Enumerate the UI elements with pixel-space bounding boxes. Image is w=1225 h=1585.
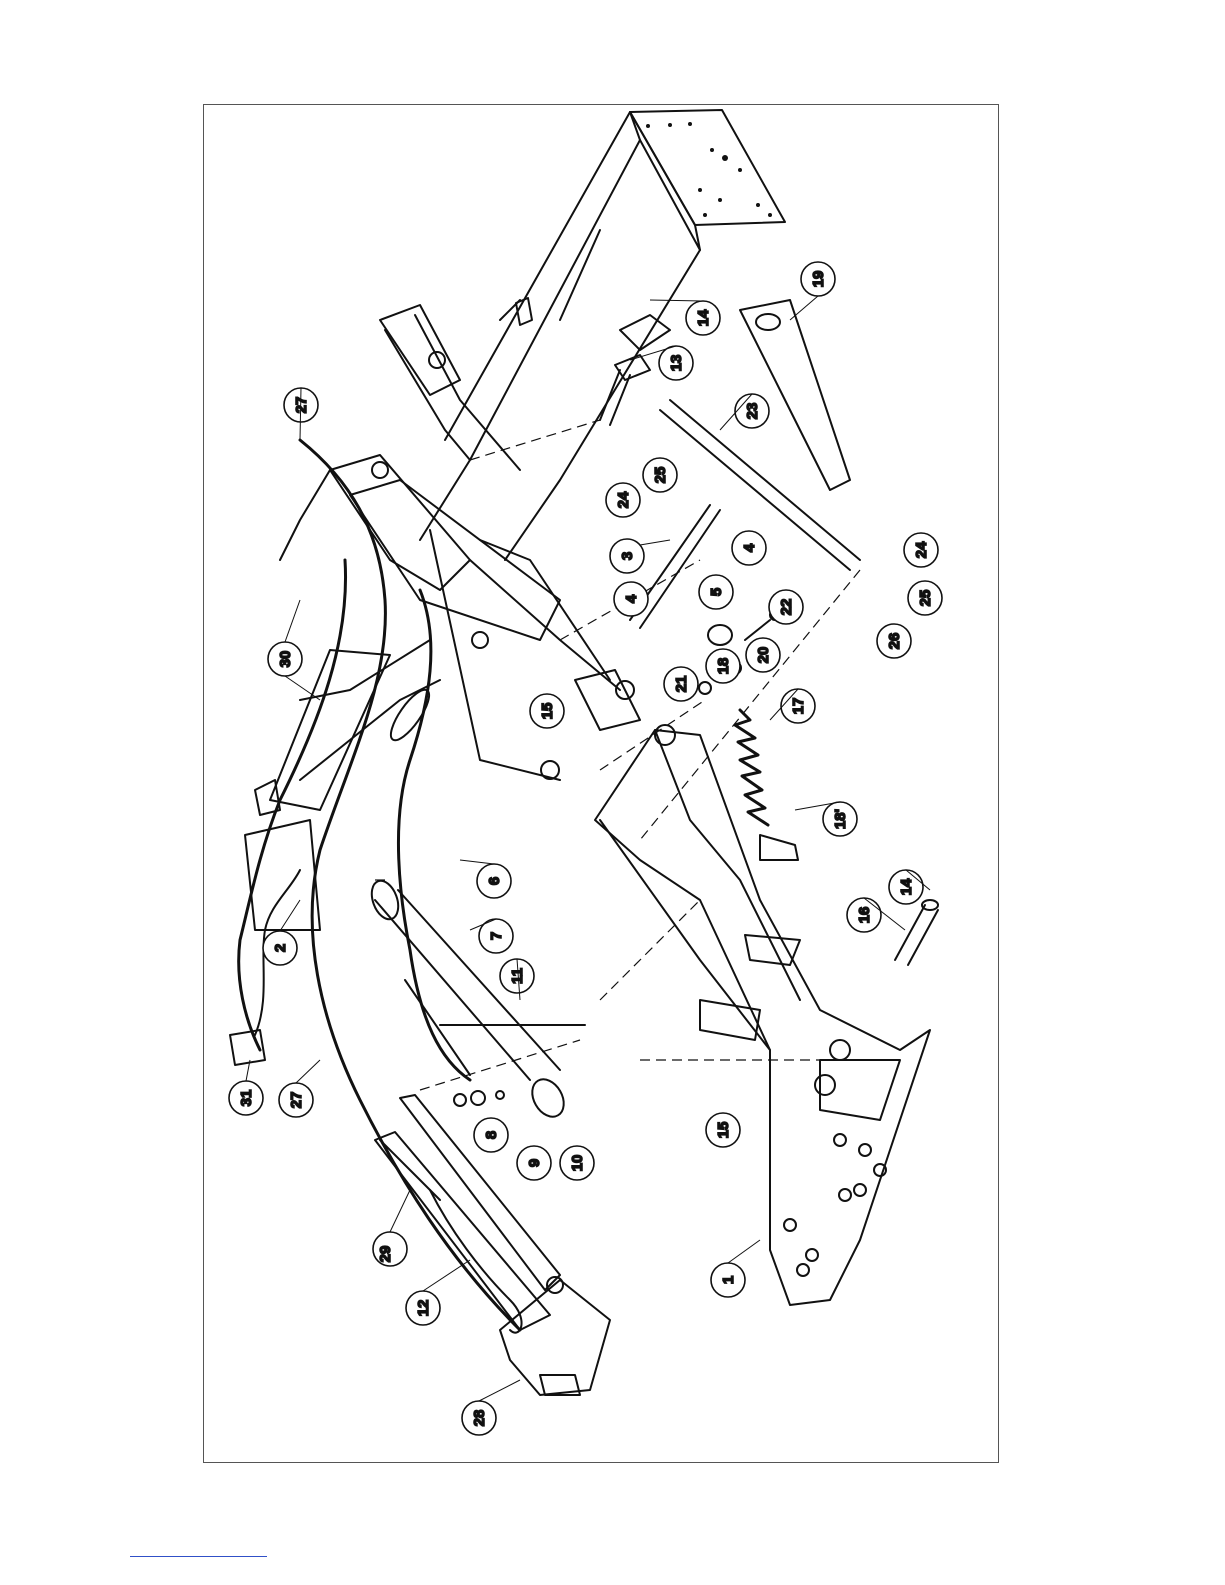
callout-2: 2 xyxy=(263,931,297,965)
svg-text:13: 13 xyxy=(668,355,685,372)
svg-text:29: 29 xyxy=(377,1246,394,1263)
callout-4b: 4 xyxy=(732,531,766,565)
svg-text:23: 23 xyxy=(744,403,761,420)
svg-text:18': 18' xyxy=(832,809,849,829)
callout-26: 26 xyxy=(877,624,911,658)
callout-14a: 14 xyxy=(686,301,720,335)
callout-9: 9 xyxy=(517,1146,551,1180)
callout-17: 17 xyxy=(781,689,815,723)
callout-6: 6 xyxy=(477,864,511,898)
callout-12: 12 xyxy=(406,1291,440,1325)
callout-3: 3 xyxy=(610,539,644,573)
svg-text:15: 15 xyxy=(539,703,556,720)
callout-14b: 14 xyxy=(889,870,923,904)
svg-text:12: 12 xyxy=(415,1300,432,1317)
callout-16: 16 xyxy=(847,898,881,932)
svg-text:7: 7 xyxy=(488,932,505,940)
main-beam xyxy=(420,112,700,560)
svg-text:28: 28 xyxy=(471,1410,488,1427)
callout-5: 5 xyxy=(699,575,733,609)
svg-text:24: 24 xyxy=(615,491,632,508)
svg-text:25: 25 xyxy=(917,590,934,607)
svg-text:4: 4 xyxy=(741,543,758,552)
svg-text:19: 19 xyxy=(810,271,827,288)
callout-19: 19 xyxy=(801,262,835,296)
svg-text:27: 27 xyxy=(293,397,310,414)
callout-15b: 15 xyxy=(706,1113,740,1147)
callout-1: 1 xyxy=(711,1263,745,1297)
callout-18b: 18' xyxy=(823,802,857,836)
svg-text:27: 27 xyxy=(288,1092,305,1109)
callout-28: 28 xyxy=(462,1401,496,1435)
callout-27b: 27 xyxy=(279,1083,313,1117)
svg-text:6: 6 xyxy=(486,877,503,885)
svg-text:22: 22 xyxy=(778,599,795,616)
callout-23: 23 xyxy=(735,394,769,428)
footer-link-underline[interactable] xyxy=(130,1556,267,1557)
svg-text:15: 15 xyxy=(715,1122,732,1139)
upper-arm-assembly xyxy=(280,305,640,780)
callout-30: 30 xyxy=(268,642,302,676)
svg-text:3: 3 xyxy=(619,552,636,560)
hydraulic-cylinder xyxy=(367,877,570,1122)
pin-16 xyxy=(895,900,938,965)
callout-8: 8 xyxy=(474,1118,508,1152)
pin-13 xyxy=(600,315,670,425)
svg-text:14: 14 xyxy=(898,878,915,895)
svg-text:1: 1 xyxy=(720,1276,737,1284)
svg-text:17: 17 xyxy=(790,698,807,715)
connector-31 xyxy=(230,870,300,1065)
callout-4a: 4 xyxy=(614,582,648,616)
svg-text:5: 5 xyxy=(708,588,725,596)
fittings xyxy=(440,1025,585,1106)
callout-22: 22 xyxy=(769,590,803,624)
callout-29: 29 xyxy=(373,1232,407,1266)
mounting-plate xyxy=(630,110,785,250)
callout-24a: 24 xyxy=(606,483,640,517)
svg-text:26: 26 xyxy=(886,633,903,650)
callout-21: 21 xyxy=(664,667,698,701)
svg-text:30: 30 xyxy=(277,651,294,668)
svg-text:16: 16 xyxy=(856,907,873,924)
svg-text:31: 31 xyxy=(238,1090,255,1107)
callout-13: 13 xyxy=(659,346,693,380)
svg-text:20: 20 xyxy=(755,647,772,664)
svg-text:18: 18 xyxy=(715,658,732,675)
callout-31: 31 xyxy=(229,1081,263,1115)
callout-20: 20 xyxy=(746,638,780,672)
lower-frame xyxy=(595,725,930,1305)
callout-24b: 24 xyxy=(904,533,938,567)
callout-25a: 25 xyxy=(643,458,677,492)
callout-15a: 15 xyxy=(530,694,564,728)
svg-text:4: 4 xyxy=(623,594,640,603)
svg-text:24: 24 xyxy=(913,541,930,558)
callout-25b: 25 xyxy=(908,581,942,615)
svg-text:25: 25 xyxy=(652,467,669,484)
svg-text:14: 14 xyxy=(695,309,712,326)
svg-text:2: 2 xyxy=(272,944,289,952)
callout-10: 10 xyxy=(560,1146,594,1180)
svg-text:21: 21 xyxy=(673,676,690,693)
spring-17 xyxy=(735,710,768,825)
svg-text:9: 9 xyxy=(526,1159,543,1167)
svg-text:8: 8 xyxy=(483,1131,500,1139)
svg-text:10: 10 xyxy=(569,1155,586,1172)
callout-18a: 18 xyxy=(706,649,740,683)
